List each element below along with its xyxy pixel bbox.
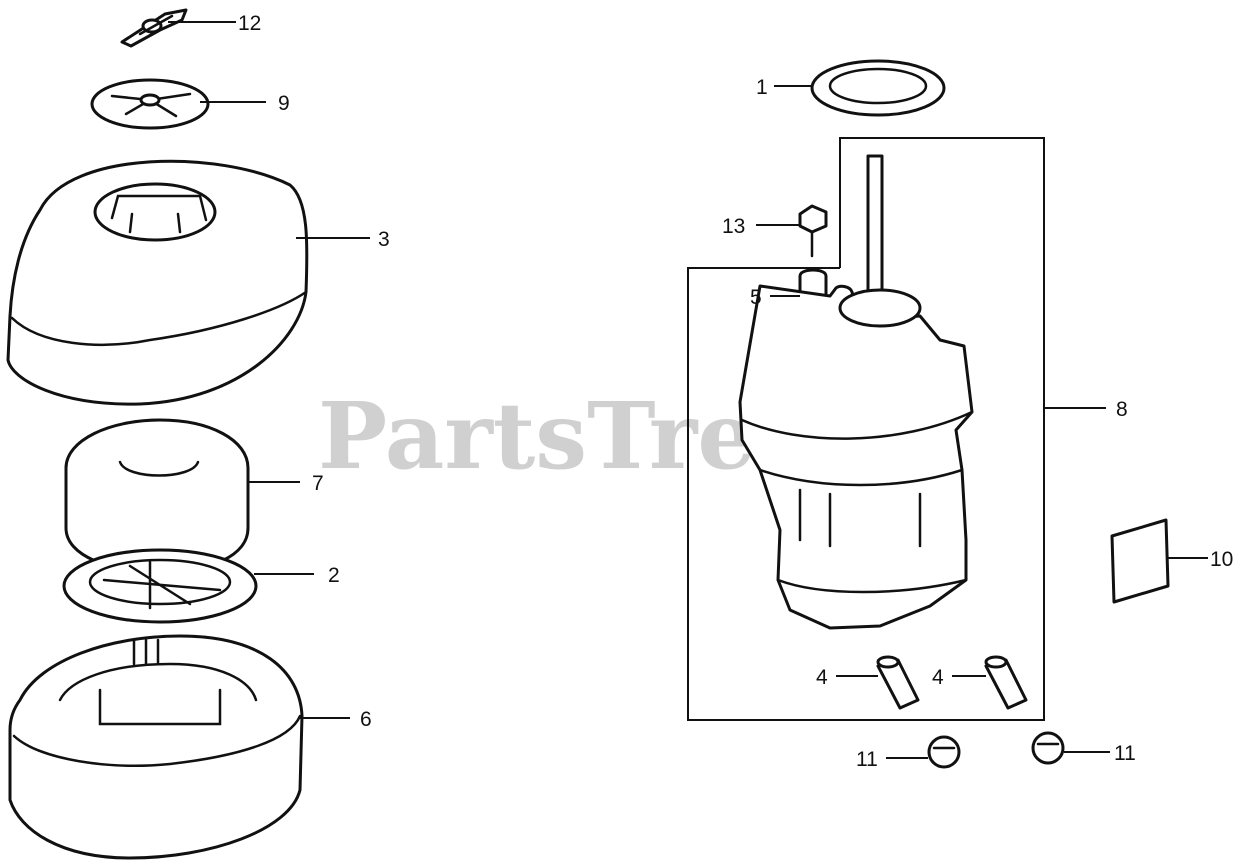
part-pin-right — [984, 655, 1028, 710]
callout-9: 9 — [278, 92, 290, 115]
part-cap-right — [1031, 731, 1065, 765]
callout-7: 7 — [312, 472, 324, 495]
part-tank-body — [738, 154, 974, 630]
callout-3: 3 — [378, 228, 390, 251]
callout-6: 6 — [360, 708, 372, 731]
part-gasket-ring — [810, 59, 946, 117]
part-bolt — [798, 204, 828, 258]
part-wing-nut — [120, 8, 188, 48]
part-cover-plate — [90, 78, 210, 130]
callout-4-left: 4 — [816, 666, 828, 689]
callout-2: 2 — [328, 564, 340, 587]
part-air-cleaner-case — [8, 634, 304, 860]
callout-4-right: 4 — [932, 666, 944, 689]
watermark: PartsTree — [318, 382, 814, 490]
callout-13: 13 — [722, 215, 745, 238]
callout-11-right: 11 — [1114, 742, 1136, 765]
callout-1: 1 — [756, 76, 768, 99]
part-pin-left — [876, 655, 920, 710]
part-cap-left — [927, 735, 961, 769]
callout-12: 12 — [238, 12, 261, 35]
callout-11-left: 11 — [856, 748, 878, 771]
part-air-cleaner-cover — [6, 159, 309, 406]
part-filter-element — [64, 418, 250, 574]
assembly-bracket — [687, 137, 1045, 721]
callout-10: 10 — [1210, 548, 1233, 571]
part-grid — [62, 548, 258, 624]
part-pad — [1110, 518, 1170, 604]
callout-5: 5 — [750, 286, 762, 309]
callout-8: 8 — [1116, 398, 1128, 421]
